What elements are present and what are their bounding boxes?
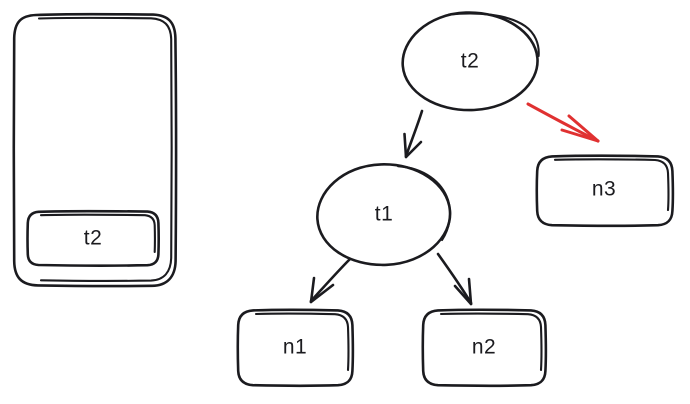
node-n2-fill	[423, 310, 545, 385]
inner-node-label: t2	[84, 227, 103, 250]
node-n2-label: n2	[472, 336, 496, 359]
edge-t2-to-t1-arrowhead-left	[403, 132, 408, 159]
inner-node-border	[26, 209, 160, 267]
node-n3-label: n3	[592, 178, 616, 201]
node-n2-border	[421, 308, 548, 388]
node-n1-label: n1	[283, 336, 307, 359]
edge-t2-to-t1-line	[404, 109, 424, 158]
node-t1-border-echo	[396, 165, 452, 242]
node-t1[interactable]: t1	[316, 163, 452, 267]
inner-node-fill	[28, 211, 158, 265]
node-n2-border-echo	[439, 312, 543, 372]
edge-t1-to-n1-arrowhead-lower	[309, 283, 335, 304]
node-n3-border	[535, 154, 675, 228]
node-t1-border	[316, 163, 452, 267]
edge-t2-to-n3-arrowhead-lower	[560, 128, 600, 143]
node-n1-border	[236, 308, 355, 388]
node-t2[interactable]: t2	[401, 11, 540, 112]
edge-t1-to-n2-arrowhead-right	[467, 277, 473, 306]
edge-t1-to-n1-line	[309, 257, 352, 303]
node-n1[interactable]: n1	[236, 308, 355, 388]
edge-t1-to-n2-arrowhead-left	[453, 284, 473, 306]
edge-t1-to-n2	[436, 252, 473, 306]
edge-t2-to-n3-arrowhead-upper	[567, 114, 600, 143]
node-t1-fill	[318, 164, 450, 265]
edge-t1-to-n2-line	[436, 252, 473, 305]
node-n1-fill	[238, 310, 352, 385]
node-t2-fill	[403, 12, 538, 110]
container-panel[interactable]: t2	[12, 12, 178, 288]
node-n1-border-echo	[254, 312, 350, 372]
edge-t2-to-t1-arrowhead-right	[404, 140, 423, 159]
edge-t2-to-t1	[403, 109, 424, 159]
edge-t1-to-n1-arrowhead-upper	[309, 276, 316, 304]
node-n3-border-echo	[553, 158, 670, 212]
node-t2-border	[401, 11, 539, 112]
edge-t2-to-n3	[526, 102, 600, 143]
node-n2[interactable]: n2	[421, 308, 548, 388]
container-panel-border	[12, 12, 178, 288]
node-n3[interactable]: n3	[535, 154, 675, 228]
container-panel-inner-node[interactable]: t2	[26, 209, 160, 267]
node-n3-fill	[537, 156, 672, 225]
inner-node-border-echo	[39, 213, 156, 254]
edge-t2-to-n3-line	[526, 102, 600, 143]
container-panel-border-echo	[37, 16, 173, 282]
edge-t1-to-n1	[309, 257, 352, 304]
node-t2-border-echo	[447, 12, 540, 58]
node-t2-label: t2	[461, 50, 480, 73]
node-t1-label: t1	[375, 203, 394, 226]
